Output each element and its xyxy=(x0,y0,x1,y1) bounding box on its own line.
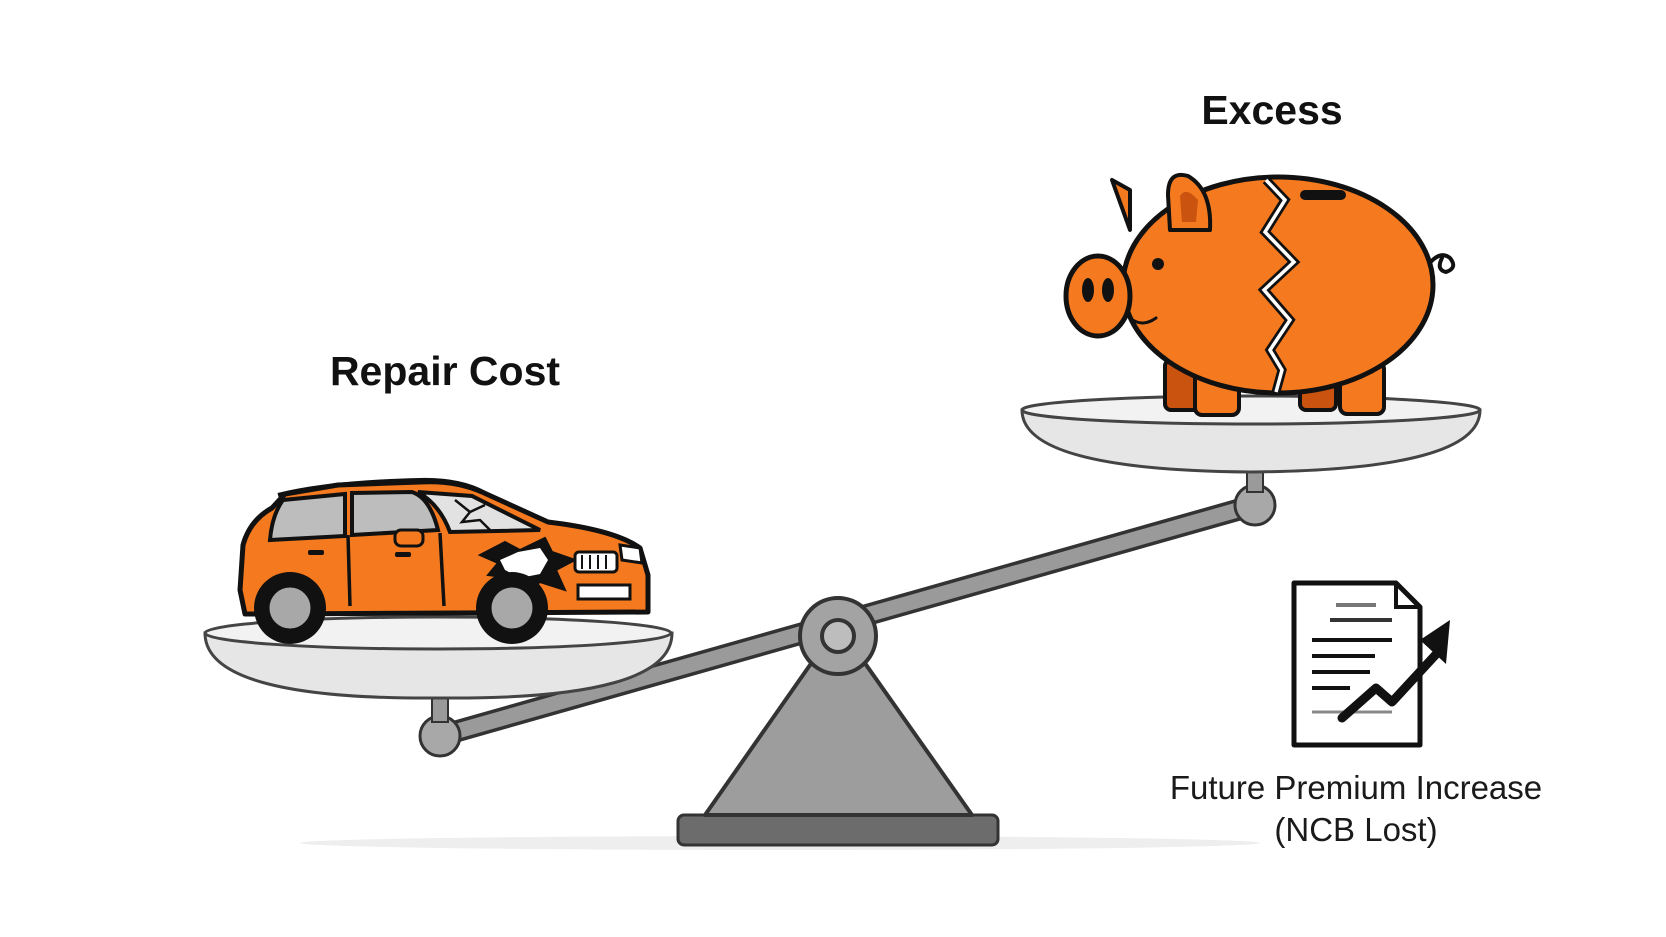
excess-label: Excess xyxy=(1201,87,1342,133)
document-trend-up-icon xyxy=(1291,580,1450,748)
premium-increase-label: Future Premium Increase xyxy=(1170,769,1542,806)
repair-cost-label: Repair Cost xyxy=(330,348,560,394)
seesaw-fulcrum xyxy=(703,623,974,817)
seesaw xyxy=(418,471,1277,847)
right-pan xyxy=(1020,394,1482,474)
ncb-lost-label: (NCB Lost) xyxy=(1274,811,1437,848)
cracked-piggy-bank-icon xyxy=(1063,172,1456,417)
damaged-car-icon xyxy=(237,477,651,644)
left-pan xyxy=(203,615,674,700)
seesaw-base xyxy=(676,813,1000,847)
